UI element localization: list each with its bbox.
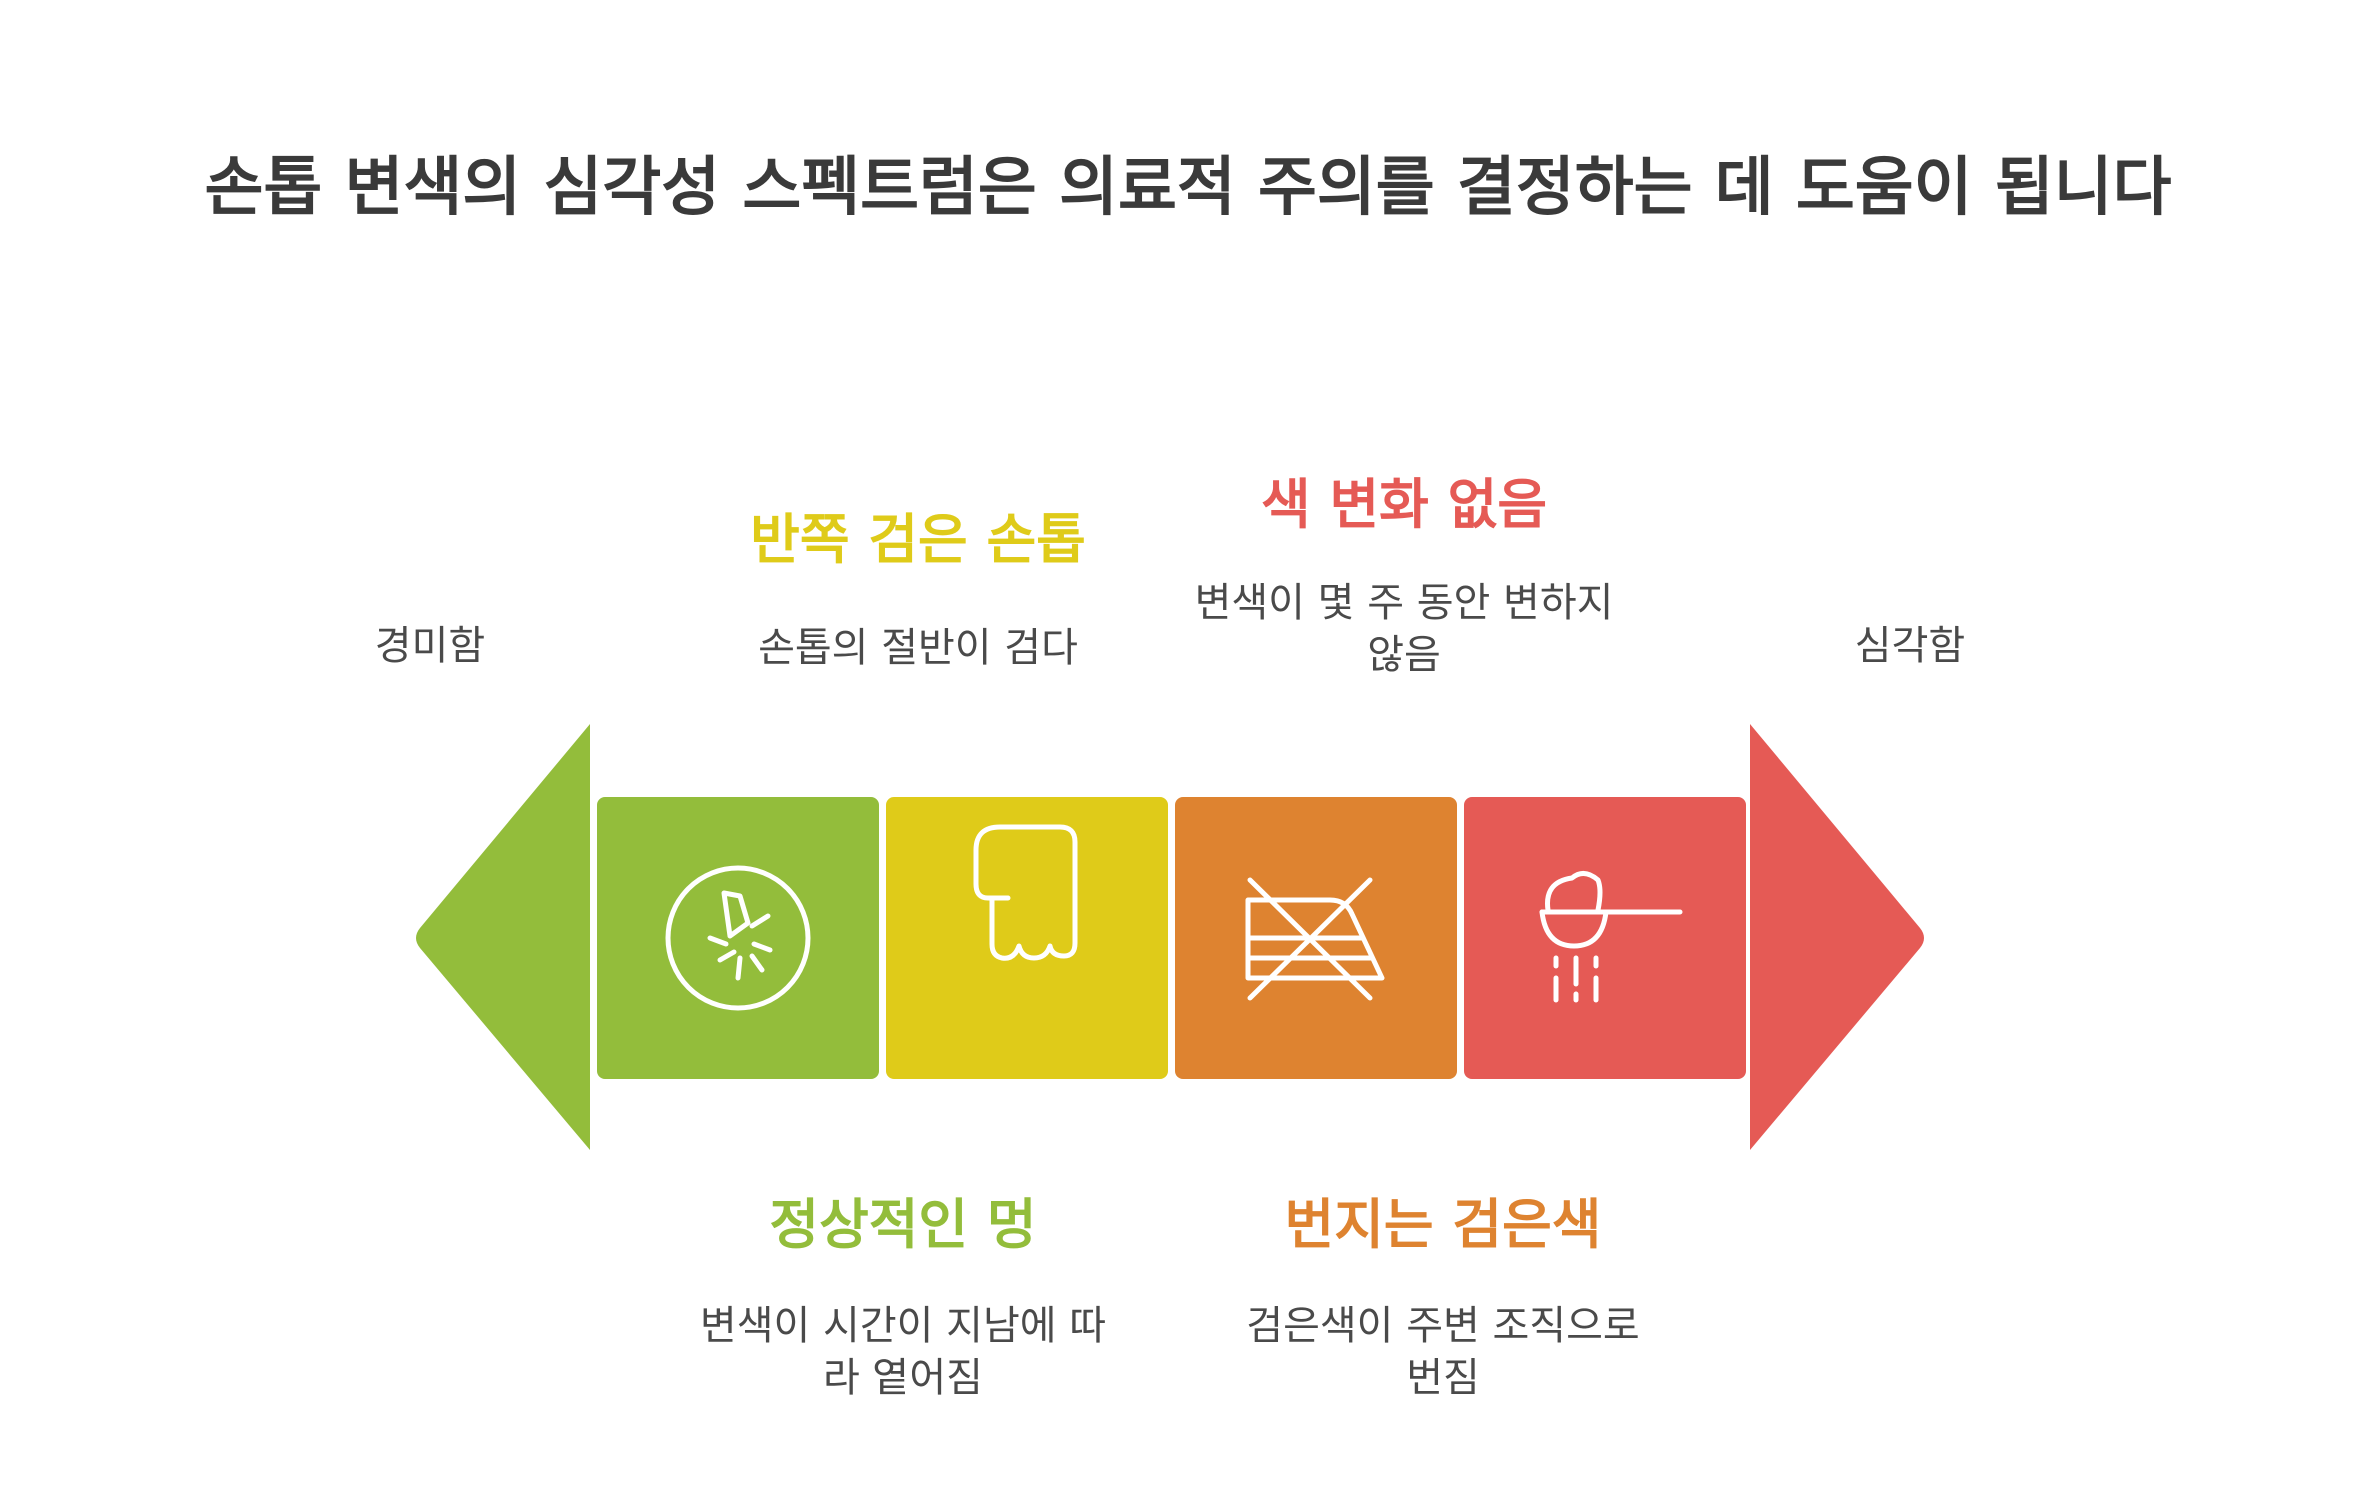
left-arrowhead <box>416 724 590 1150</box>
scale-label-severe: 심각함 <box>1854 623 1966 669</box>
healing-bruise-icon <box>665 865 811 1011</box>
stage-heading-normal-bruise: 정상적인 멍 <box>769 1193 1037 1256</box>
segment-spreading-black <box>1464 797 1746 1079</box>
stage-description-no-color-change: 변색이 몇 주 동안 변하지 않음 <box>1194 580 1614 678</box>
hand-icon <box>973 824 1078 961</box>
spreading-icon <box>1539 871 1683 1003</box>
right-arrowhead <box>1750 724 1924 1150</box>
scale-label-mild: 경미함 <box>374 623 486 669</box>
stage-description-spreading-black: 검은색이 주변 조직으로 번짐 <box>1246 1303 1640 1401</box>
stage-description-normal-bruise: 변색이 시간이 지남에 따라 옅어짐 <box>699 1303 1107 1401</box>
stage-heading-spreading-black: 번지는 검은색 <box>1284 1193 1602 1256</box>
stage-description-half-black-nail: 손톱의 절반이 검다 <box>758 625 1078 671</box>
stage-heading-half-black-nail: 반쪽 검은 손톱 <box>750 508 1086 571</box>
segment-normal-bruise <box>597 797 879 1079</box>
stage-heading-no-color-change: 색 변화 없음 <box>1261 473 1547 536</box>
segment-half-black-nail <box>886 797 1168 1079</box>
no-change-icon <box>1245 877 1385 1001</box>
page-title: 손톱 변색의 심각성 스펙트럼은 의료적 주의를 결정하는 데 도움이 됩니다 <box>204 151 2172 225</box>
